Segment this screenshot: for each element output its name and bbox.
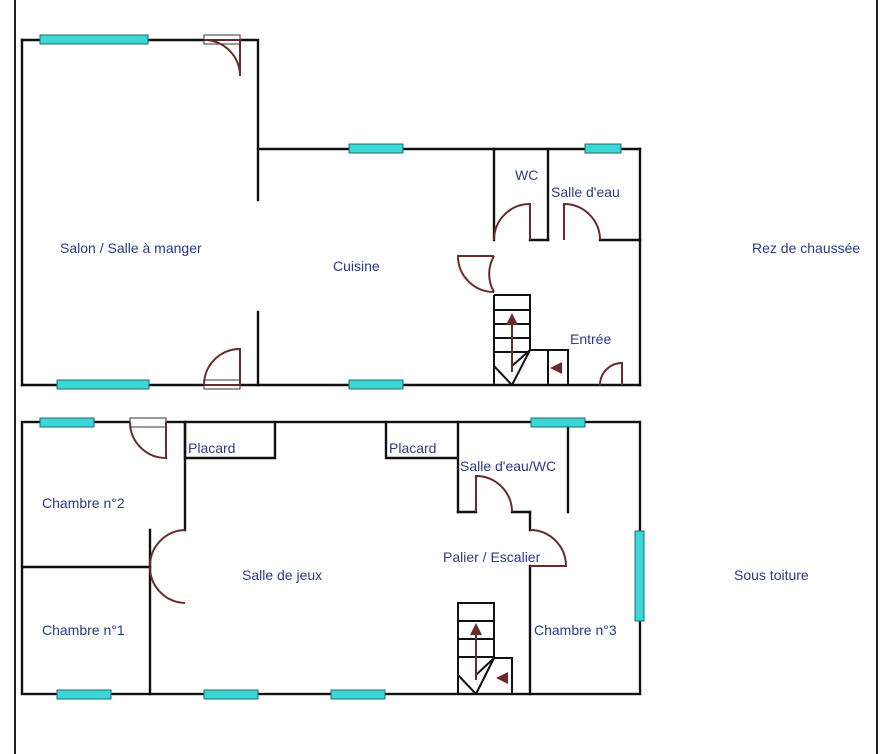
ground-floor-stairs xyxy=(493,294,569,386)
room-label-salle-jeux: Salle de jeux xyxy=(242,567,322,583)
upper-floor-windows xyxy=(39,417,645,700)
ground-floor-walls xyxy=(20,38,642,387)
room-label-wc: WC xyxy=(515,167,538,183)
room-label-chambre1: Chambre n°1 xyxy=(42,622,125,638)
room-label-chambre2: Chambre n°2 xyxy=(42,495,125,511)
floor-title-upper: Sous toiture xyxy=(734,567,809,583)
window xyxy=(56,689,112,700)
ground-floor: Salon / Salle à manger Cuisine WC Salle … xyxy=(20,34,860,390)
ground-floor-windows xyxy=(39,34,622,390)
ground-floor-doors xyxy=(203,34,623,390)
window xyxy=(39,417,95,428)
room-label-salle-eau-wc: Salle d'eau/WC xyxy=(460,458,556,474)
upper-floor: Placard Placard Salle d'eau/WC Chambre n… xyxy=(20,417,809,700)
room-label-cuisine: Cuisine xyxy=(333,258,380,274)
window xyxy=(530,417,586,428)
room-label-chambre3: Chambre n°3 xyxy=(534,622,617,638)
room-label-placard-left: Placard xyxy=(188,440,235,456)
floor-title-ground: Rez de chaussée xyxy=(752,240,860,256)
window xyxy=(584,143,622,154)
window xyxy=(330,689,386,700)
room-label-palier: Palier / Escalier xyxy=(443,549,541,565)
room-label-placard-right: Placard xyxy=(389,440,436,456)
window xyxy=(634,530,645,622)
upper-floor-doors xyxy=(129,417,568,604)
room-label-salle-eau: Salle d'eau xyxy=(551,184,620,200)
window xyxy=(348,143,404,154)
window xyxy=(348,379,404,390)
room-label-salon: Salon / Salle à manger xyxy=(60,240,202,256)
window xyxy=(56,379,150,390)
upper-floor-stairs xyxy=(457,602,513,695)
window xyxy=(39,34,149,45)
room-label-entree: Entrée xyxy=(570,331,611,347)
window xyxy=(203,689,259,700)
